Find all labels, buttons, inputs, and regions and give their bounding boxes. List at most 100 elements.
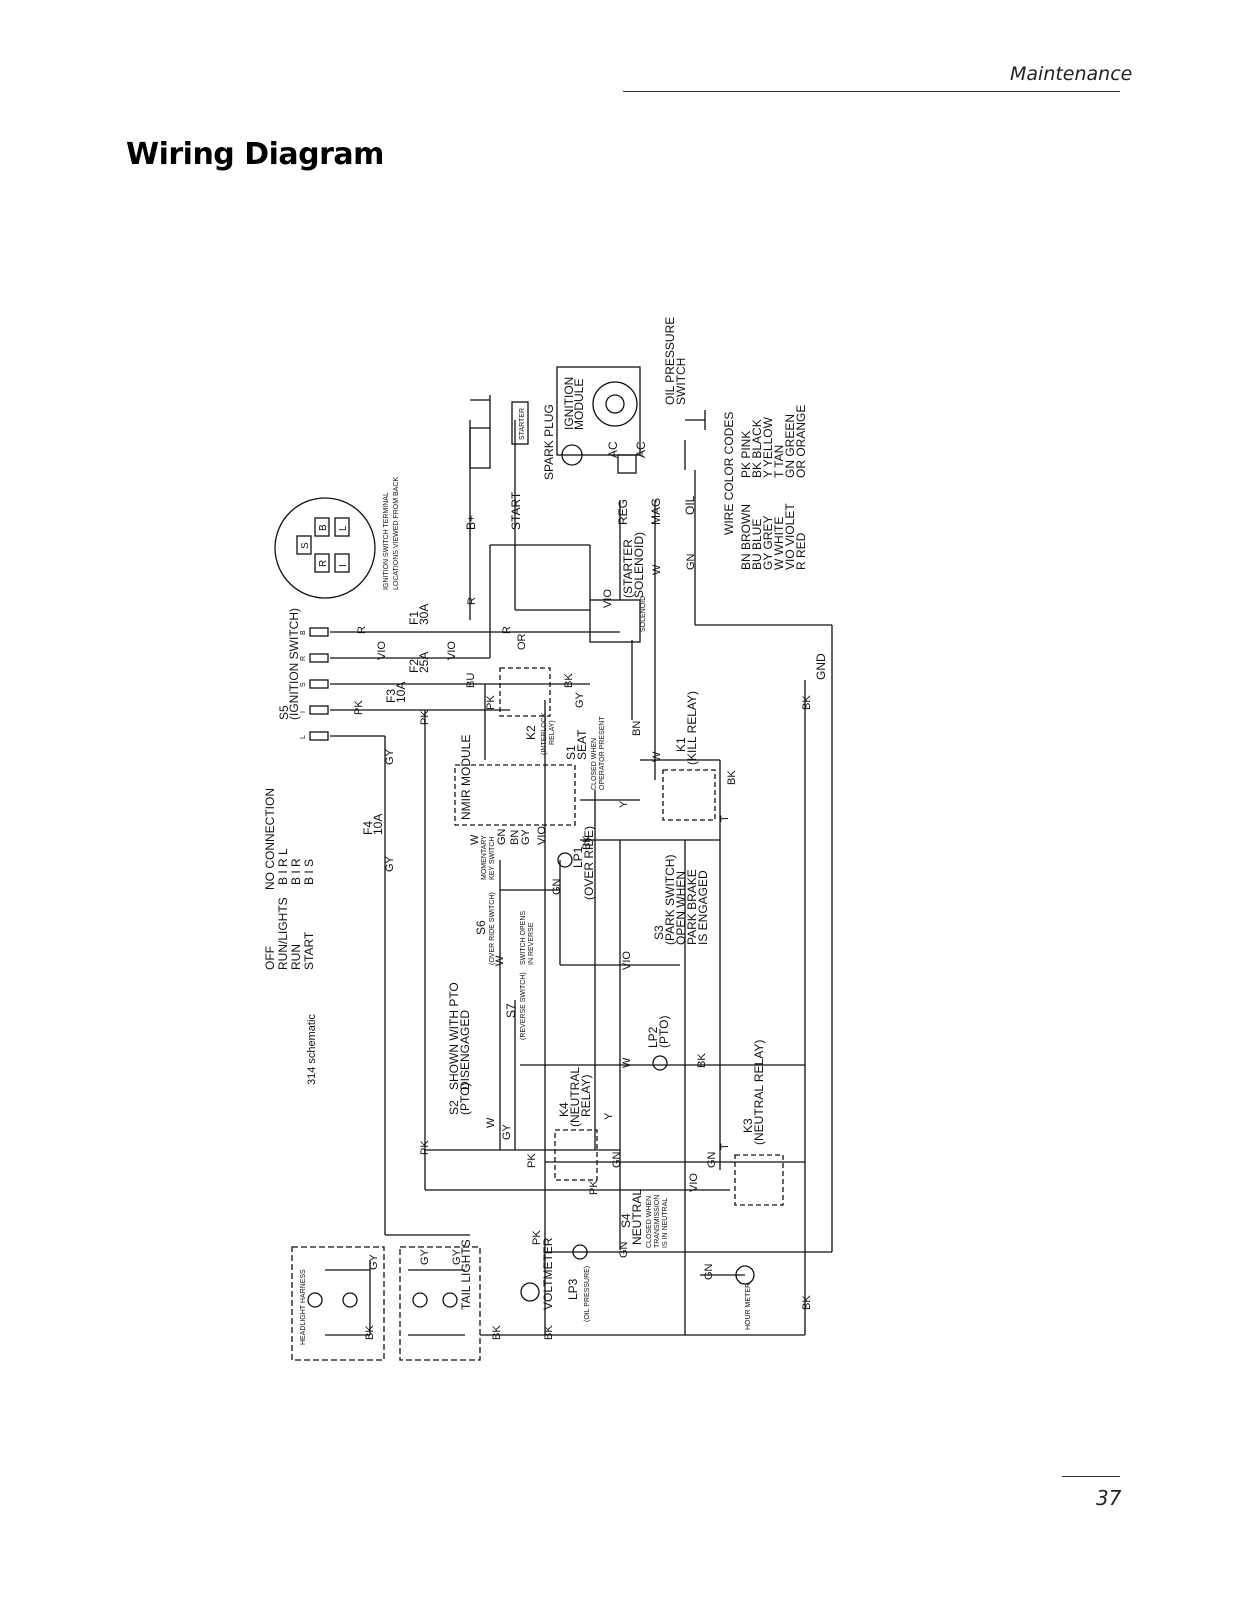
code-right-5: OR ORANGE xyxy=(794,405,808,478)
wire-bk-8: BK xyxy=(543,1325,555,1340)
s1-seat: SEAT xyxy=(575,729,589,760)
wire-gy-7: GY xyxy=(419,1248,431,1265)
s2-note-1: SHOWN WITH PTO xyxy=(447,982,461,1090)
starter-label: STARTER xyxy=(519,408,526,440)
s2-note-2: DISENGAGED xyxy=(458,1010,472,1090)
code-right-0: PK PINK xyxy=(739,431,753,478)
s7-note-1: SWITCH OPENS xyxy=(520,911,527,965)
fuse-f3-rating: 10A xyxy=(394,682,408,703)
wire-gy-6: GY xyxy=(368,1253,380,1270)
wire-pk-7: PK xyxy=(531,1230,543,1245)
start-wire: START xyxy=(509,491,523,530)
s5-sublabel: (IGNITION SWITCH) xyxy=(287,608,301,720)
code-left-5: R RED xyxy=(794,532,808,570)
code-left-4: VIO VIOLET xyxy=(783,503,797,570)
oil-wire: OIL xyxy=(683,495,697,515)
face-letter-r: R xyxy=(318,560,329,567)
s4-note-1: CLOSED WHEN xyxy=(646,1196,653,1248)
wire-r-1: R xyxy=(356,626,368,634)
switch-conn-start: B I S xyxy=(302,859,316,885)
wire-gy-3: GY xyxy=(384,855,396,872)
switch-pos-off: OFF xyxy=(263,946,277,970)
fuse-f4-rating: 10A xyxy=(371,814,385,835)
fuse-f4-id: F4 xyxy=(361,821,375,835)
code-left-1: BU BLUE xyxy=(750,519,764,570)
s4-label: S4 xyxy=(619,1213,633,1228)
s3-note-3: IS ENGAGED xyxy=(696,870,710,945)
fuse-f2-id: F2 xyxy=(407,659,421,673)
starter-solenoid-2: SOLENOID) xyxy=(632,532,646,598)
code-right-2: Y YELLOW xyxy=(761,416,775,478)
wire-vio-4: VIO xyxy=(536,826,548,845)
face-letter-l: L xyxy=(338,525,349,531)
terminal-note-2: LOCATIONS VIEWED FROM BACK xyxy=(393,477,400,590)
wire-vio-5: VIO xyxy=(621,951,633,970)
face-letter-i: I xyxy=(338,564,349,567)
terminal-l: L xyxy=(300,735,307,739)
fuse-f3-id: F3 xyxy=(384,689,398,703)
wire-bk-2: BK xyxy=(726,770,738,785)
wire-w-4: W xyxy=(494,955,506,966)
wire-pk-4: PK xyxy=(419,1140,431,1155)
k4-label: K4 xyxy=(557,1102,571,1117)
gnd-label: GND xyxy=(814,653,828,680)
code-right-4: GN GREEN xyxy=(783,414,797,478)
solenoid-label: SOLENOID xyxy=(640,596,647,632)
wire-r-3: R xyxy=(501,626,513,634)
wire-r-2: R xyxy=(466,597,478,605)
wire-bn-1: BN xyxy=(631,721,643,736)
wire-w-5: W xyxy=(621,1057,633,1068)
wire-gy-2: GY xyxy=(384,748,396,765)
k2-sub-1: (INTERLOCK xyxy=(541,712,548,755)
s4-note-3: IS IN NEUTRAL xyxy=(662,1198,669,1248)
code-right-1: BK BLACK xyxy=(750,419,764,478)
ac-label-2: AC xyxy=(634,441,648,458)
s6-label: S6 xyxy=(474,920,488,935)
wire-pk-6: PK xyxy=(588,1180,600,1195)
s4-note-2: TRANSMISSION xyxy=(654,1195,661,1248)
wire-w-6: W xyxy=(485,1117,497,1128)
wire-gn-4: GN xyxy=(611,1151,623,1168)
wire-gn-3: GN xyxy=(551,878,563,895)
switch-pos-start: START xyxy=(302,931,316,970)
wire-codes-title: WIRE COLOR CODES xyxy=(722,412,736,535)
wire-vio-6: VIO xyxy=(688,1173,700,1192)
s3-note-2: PARK BRAKE xyxy=(685,869,699,945)
momentary-1: MOMENTARY xyxy=(481,835,488,880)
wire-gy-8: GY xyxy=(451,1248,463,1265)
lp2-sub: (PTO) xyxy=(657,1016,671,1048)
lp2-label: LP2 xyxy=(646,1026,660,1048)
s2-label: S2 xyxy=(447,1100,461,1115)
k1-label: K1 xyxy=(674,737,688,752)
s4-sub: NEUTRAL xyxy=(630,1189,644,1245)
fuse-f2-rating: 25A xyxy=(417,652,431,673)
switch-conn-run: B I R xyxy=(289,858,303,885)
wire-bn-2: BN xyxy=(509,830,521,845)
wire-w-3: W xyxy=(469,834,481,845)
k2-sub-2: RELAY) xyxy=(549,720,556,745)
wire-or: OR xyxy=(516,633,528,650)
wire-t-2: T xyxy=(719,1143,731,1150)
page-title: Wiring Diagram xyxy=(126,137,384,172)
s5-label: S5 xyxy=(277,705,291,720)
switch-conn-run-lights: B I R L xyxy=(276,848,290,885)
lp1-label: LP1 xyxy=(571,846,585,868)
code-left-3: W WHITE xyxy=(772,517,786,570)
hourmeter-label: HOUR METER xyxy=(745,1283,752,1330)
starter-solenoid-1: (STARTER xyxy=(621,539,635,598)
k4-sub-2: RELAY) xyxy=(579,1075,593,1117)
wire-gy-1: GY xyxy=(574,691,586,708)
face-letter-s: S xyxy=(300,542,311,549)
wire-y-1: Y xyxy=(618,800,630,808)
header-rule xyxy=(623,91,1120,92)
wire-w-1: W xyxy=(651,564,663,575)
schematic-id: 314 schematic xyxy=(306,1014,318,1085)
k2-label: K2 xyxy=(524,725,538,740)
wire-t-1: T xyxy=(719,815,731,822)
wire-bk-6: BK xyxy=(364,1325,376,1340)
s1-label: S1 xyxy=(564,745,578,760)
s7-sub: (REVERSE SWITCH) xyxy=(520,972,527,1040)
k3-label: K3 xyxy=(741,1118,755,1133)
headlight-harness-label: HEADLIGHT HARNESS xyxy=(300,1269,307,1345)
